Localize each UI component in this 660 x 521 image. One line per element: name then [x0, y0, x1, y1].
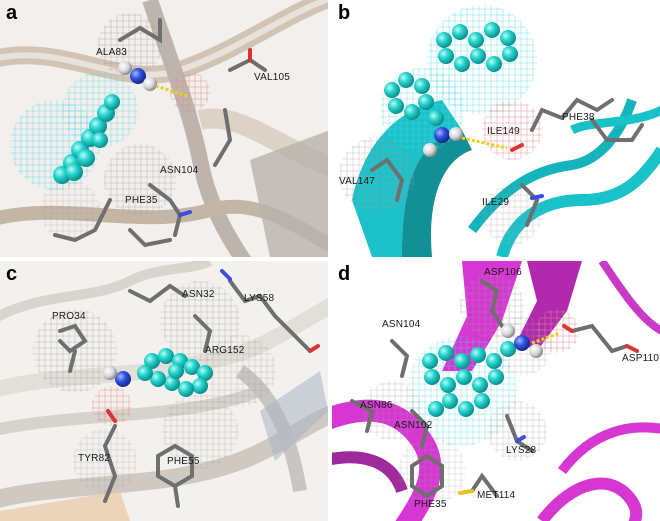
ligand-c [103, 348, 213, 397]
residue-label: ASN104 [382, 319, 421, 330]
residue-label: PHE38 [562, 112, 595, 123]
residue-label: ILE29 [482, 197, 510, 208]
residue-label: LYS58 [244, 293, 275, 304]
panel-b-scene [339, 5, 660, 257]
residue-label: ASN102 [394, 420, 433, 431]
residue-label: ASP106 [484, 267, 522, 278]
residue-label: ASN86 [360, 400, 393, 411]
residue-label: ASP110 [622, 353, 660, 364]
residue-label: ASN32 [182, 289, 215, 300]
residue-label: ILE149 [487, 126, 520, 137]
panel-d: d ASP106 ASN104 ASP110 ASN86 ASN102 LYS2… [332, 261, 660, 521]
ligand-a [53, 61, 157, 184]
residue-label: LYS28 [506, 445, 537, 456]
panel-b: b ILE149 PHE38 VAL147 ILE29 [332, 0, 660, 257]
panel-c: c ASN32 LYS58 PRO34 ARG152 TYR82 PHE55 [0, 261, 328, 521]
residue-label: PHE35 [125, 195, 158, 206]
residue-label: PRO34 [52, 311, 86, 322]
panel-d-letter: d [338, 263, 351, 285]
residue-label: TYR82 [78, 453, 111, 464]
panel-c-scene [0, 261, 328, 521]
panel-a: a ALA83 VAL105 ASN104 PHE35 [0, 0, 328, 257]
panel-c-letter: c [6, 263, 18, 285]
residue-label: VAL105 [254, 72, 291, 83]
residue-label: PHE35 [414, 499, 447, 510]
panel-d-scene [332, 261, 660, 521]
residue-label: MET114 [477, 490, 516, 501]
ligand-d [422, 324, 543, 417]
ligand-b [384, 22, 518, 157]
residue-label: ARG152 [205, 345, 245, 356]
residue-label: VAL147 [339, 176, 376, 187]
panel-a-letter: a [6, 2, 18, 24]
panel-b-letter: b [338, 2, 351, 24]
residue-label: ALA83 [96, 47, 128, 58]
residue-label: ASN104 [160, 165, 199, 176]
panel-a-scene [0, 0, 328, 257]
residue-label: PHE55 [167, 456, 200, 467]
